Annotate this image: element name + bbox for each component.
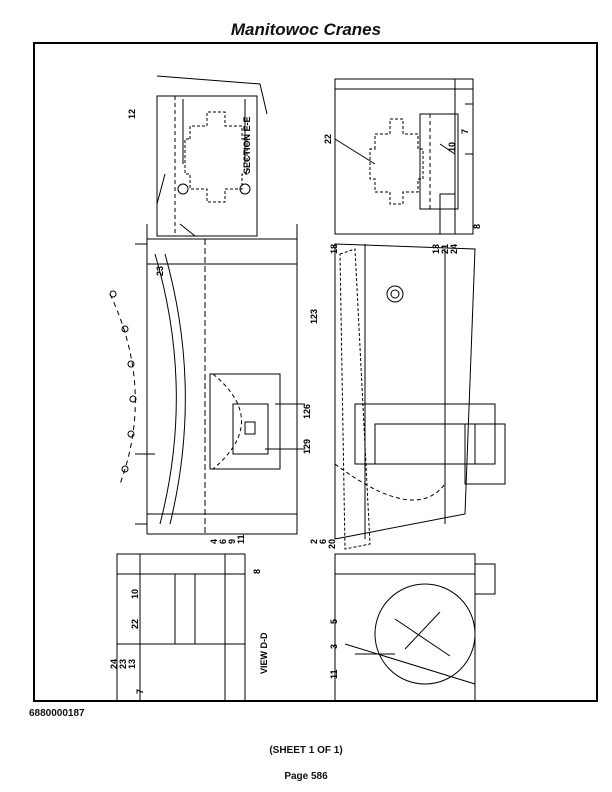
callout: 24 <box>109 659 119 669</box>
callout: 12 <box>127 109 137 119</box>
callout: 24 <box>449 244 459 254</box>
callout: 8 <box>472 224 482 229</box>
callout: 9 <box>227 539 237 544</box>
callout: 23 <box>155 266 165 276</box>
callout: 18 <box>329 244 339 254</box>
main-elevation-lower <box>334 243 506 550</box>
drawing-labels: SECTION E-E VIEW D-D 12 22 7 10 8 13 21 … <box>109 109 482 694</box>
bottom-right-elevation <box>334 553 496 700</box>
callout: 22 <box>323 134 333 144</box>
callout: 129 <box>302 439 312 454</box>
section-e-e-view <box>156 75 268 237</box>
callout: 2 <box>309 539 319 544</box>
callout: 5 <box>329 619 339 624</box>
document-number: 6880000187 <box>29 708 85 719</box>
callout: 21 <box>440 244 450 254</box>
callout: 123 <box>309 309 319 324</box>
page-number: Page 586 <box>284 771 328 782</box>
callout: 20 <box>327 539 337 549</box>
callout: 22 <box>130 619 140 629</box>
callout: 10 <box>447 142 457 152</box>
callout: 3 <box>329 644 339 649</box>
callout: 8 <box>252 569 262 574</box>
callout: 7 <box>135 689 145 694</box>
leader-lines <box>135 138 456 655</box>
page-title: Manitowoc Cranes <box>230 20 382 39</box>
callout: 11 <box>236 534 246 544</box>
section-label: SECTION E-E <box>242 116 252 174</box>
callout: 6 <box>318 539 328 544</box>
main-elevation-upper <box>109 224 298 535</box>
view-label: VIEW D-D <box>259 632 269 674</box>
drawing-frame: SECTION E-E VIEW D-D 12 22 7 10 8 13 21 … <box>33 42 598 702</box>
callout: 13 <box>127 659 137 669</box>
callout: 4 <box>209 539 219 544</box>
callout: 126 <box>302 404 312 419</box>
technical-drawing: SECTION E-E VIEW D-D 12 22 7 10 8 13 21 … <box>109 75 506 700</box>
top-right-elevation <box>334 78 474 235</box>
sheet-label: (SHEET 1 OF 1) <box>269 745 343 756</box>
callout: 13 <box>431 244 441 254</box>
callout: 7 <box>460 129 470 134</box>
callout: 10 <box>130 589 140 599</box>
callout: 6 <box>218 539 228 544</box>
callout: 11 <box>329 669 339 679</box>
view-d-d <box>116 553 246 700</box>
callout: 23 <box>118 659 128 669</box>
